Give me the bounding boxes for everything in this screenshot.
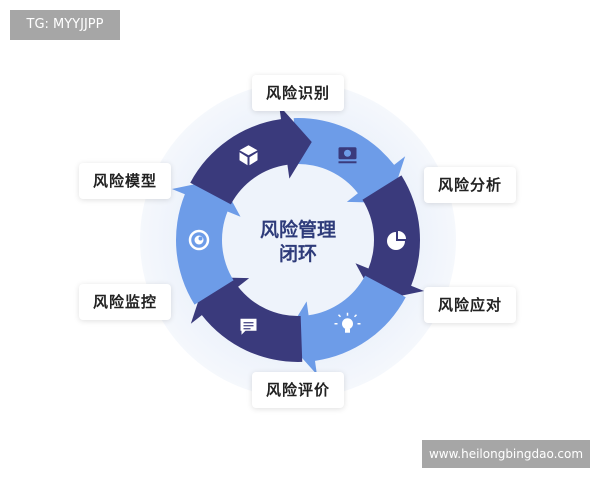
lightbulb-icon <box>334 312 361 333</box>
center-title-line2: 闭环 <box>278 243 317 265</box>
label-risk-monitoring: 风险监控 <box>79 284 171 320</box>
center-title-line1: 风险管理 <box>259 219 336 241</box>
watermark-bottom: www.heilongbingdao.com <box>422 440 590 468</box>
watermark-top: TG: MYYJJPP <box>10 10 120 40</box>
eye-icon <box>188 229 210 251</box>
label-risk-identification: 风险识别 <box>252 75 344 111</box>
label-risk-model: 风险模型 <box>79 163 171 199</box>
center-title: 风险管理 闭环 <box>238 218 358 266</box>
cycle-segment <box>171 179 241 305</box>
cube-icon <box>239 145 258 166</box>
pie-chart-icon <box>387 231 406 250</box>
chat-icon <box>240 318 257 335</box>
label-risk-analysis: 风险分析 <box>424 167 516 203</box>
cycle-segment <box>293 117 406 203</box>
cycle-segment <box>190 105 312 205</box>
monitor-icon <box>338 147 357 164</box>
label-risk-response: 风险应对 <box>424 287 516 323</box>
label-risk-evaluation: 风险评价 <box>252 372 344 408</box>
